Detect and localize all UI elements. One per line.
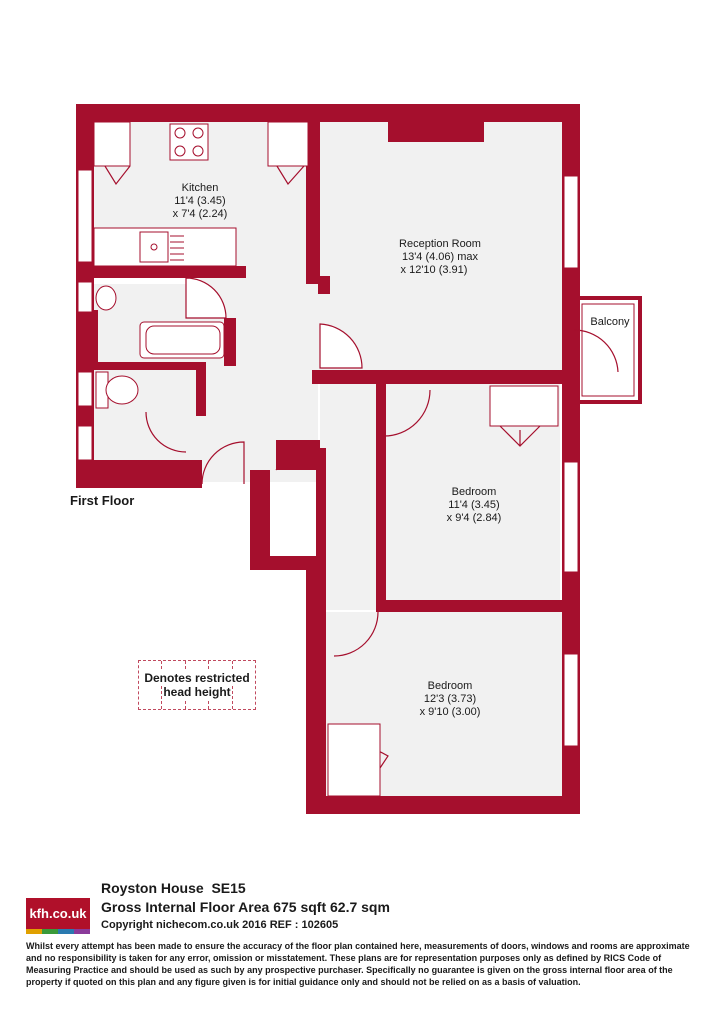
reception-dim1: 13'4 (4.06) max [402, 251, 479, 263]
balcony-outline [574, 296, 642, 404]
copyright: Copyright nichecom.co.uk 2016 REF : 1026… [101, 919, 339, 931]
logo-bar-segment [42, 929, 58, 934]
balcony-name: Balcony [590, 316, 630, 328]
wall-hall-top-right [276, 440, 320, 470]
wall-bedroom-divider [376, 600, 570, 612]
floor-label: First Floor [70, 493, 135, 508]
room-labels: Kitchen 11'4 (3.45) x 7'4 (2.24) Recepti… [173, 182, 630, 718]
wall-bedroom1-left [376, 384, 386, 610]
door-bedroom1 [383, 389, 431, 437]
logo-color-bar [26, 929, 90, 934]
kfh-logo: kfh.co.uk [26, 898, 90, 934]
bedroom2-dim1: 12'3 (3.73) [424, 693, 476, 705]
hob [169, 123, 209, 161]
wall-left-lower [306, 560, 326, 814]
corridor-floor [320, 380, 378, 610]
floor-area: Gross Internal Floor Area 675 sqft 62.7 … [101, 899, 390, 915]
wall-bath-block [76, 310, 98, 366]
logo-bar-segment [74, 929, 90, 934]
wall-wc-bottom [76, 460, 202, 488]
wall-wc-right [196, 362, 206, 416]
bedroom2-dim2: x 9'10 (3.00) [420, 706, 481, 718]
balcony-inner [581, 303, 635, 397]
reception-floor [318, 122, 562, 372]
wall-hall-right-lower [316, 448, 326, 568]
toilet-bowl [105, 375, 139, 405]
property-name: Royston House SE15 [101, 880, 246, 896]
wall-hall-lower [250, 470, 270, 570]
kitchen-dim2: x 7'4 (2.24) [173, 208, 228, 220]
disclaimer: Whilst every attempt has been made to en… [26, 941, 690, 987]
door-closet-hall [275, 443, 319, 471]
reception-dim2: x 12'10 (3.91) [401, 264, 468, 276]
wall-bath-right [224, 318, 236, 366]
wall-bottom [306, 796, 580, 814]
reception-name: Reception Room [399, 238, 481, 250]
door-balcony [573, 329, 619, 373]
sink-bowl [139, 231, 169, 263]
wardrobe-bed1 [489, 385, 559, 427]
bedroom1-dim2: x 9'4 (2.84) [447, 512, 502, 524]
fixtures [93, 121, 559, 797]
bathtub-inner [145, 325, 221, 355]
door-reception [319, 323, 363, 369]
wall-top [76, 104, 580, 122]
door-closet-kitchen-l [99, 157, 131, 186]
window-bedroom1 [563, 461, 579, 573]
kitchen-name: Kitchen [182, 182, 219, 194]
bedroom1-name: Bedroom [452, 486, 497, 498]
wall-stub [318, 276, 330, 294]
wall-kitchen-bottom [94, 266, 246, 278]
restricted-height-key: Denotes restricted head height [138, 660, 256, 710]
wardrobe-bed2 [327, 723, 381, 797]
wall-reception-bottom [312, 370, 568, 384]
sink-drain [150, 243, 158, 251]
balcony [574, 296, 642, 404]
door-kitchen [185, 277, 227, 319]
door-wc [145, 411, 187, 453]
kitchen-dim1: 11'4 (3.45) [174, 195, 225, 207]
door-bedroom2 [333, 611, 379, 657]
logo-text: kfh.co.uk [29, 906, 87, 921]
property-info: Royston House SE15 Gross Internal Floor … [101, 880, 390, 931]
wall-top-window-block [388, 122, 484, 142]
logo-bar-segment [26, 929, 42, 934]
balcony-floor [580, 300, 638, 402]
wall-hall-lower-bottom [250, 556, 326, 570]
door-entrance [201, 441, 245, 485]
restricted-line2: head height [163, 685, 231, 699]
windows [77, 169, 579, 747]
window-bath [77, 281, 93, 313]
hob-ring [174, 145, 186, 157]
door-wardrobe-bed1 [499, 425, 541, 447]
restricted-line1: Denotes restricted [144, 671, 250, 685]
doors [99, 157, 619, 787]
kitchen-cupboard-left [93, 121, 131, 167]
wall-wc-top [94, 362, 204, 370]
hob-ring [192, 145, 204, 157]
window-reception [563, 175, 579, 269]
window-kitchen [77, 169, 93, 263]
window-wc2 [77, 425, 93, 461]
window-wc [77, 371, 93, 407]
kitchen-cupboard-right [267, 121, 309, 167]
hob-ring [192, 127, 204, 139]
bedroom2-name: Bedroom [428, 680, 473, 692]
window-bedroom2 [563, 653, 579, 747]
wall-mid-vertical [306, 104, 320, 284]
door-closet-kitchen-r [271, 157, 305, 186]
basin [95, 285, 117, 311]
floor-plan: Kitchen 11'4 (3.45) x 7'4 (2.24) Recepti… [76, 104, 642, 814]
hob-ring [174, 127, 186, 139]
logo-bar-segment [58, 929, 74, 934]
bedroom1-dim1: 11'4 (3.45) [448, 499, 499, 511]
restricted-text: Denotes restricted head height [139, 671, 255, 699]
